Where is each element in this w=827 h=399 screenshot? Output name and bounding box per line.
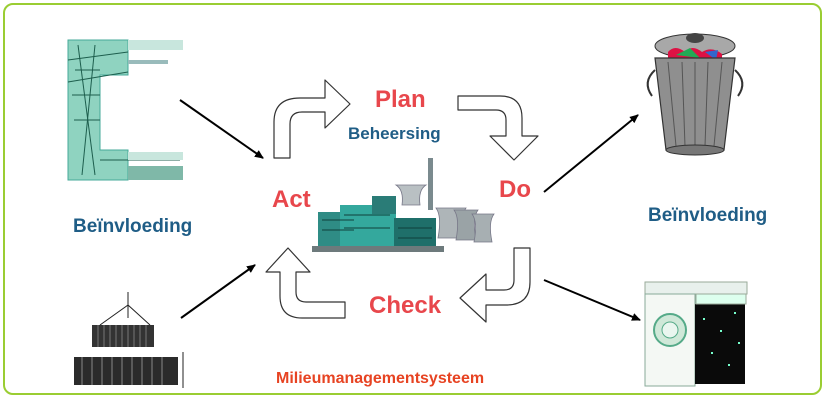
washing-machine-icon [644,281,748,387]
ems-label: Milieumanagementsysteem [276,370,485,387]
arrow-in-bottom [180,264,256,319]
beheersing-label: Beheersing [348,124,441,143]
right-influence-label: Beïnvloeding [648,205,768,226]
arrow-out-top [543,114,639,193]
pdca-act-label: Act [272,186,311,213]
cycle-arrow-plan-to-do [457,95,539,161]
pdca-plan-label: Plan [375,86,426,113]
power-plant-icon [312,158,495,252]
pdca-do-label: Do [499,176,531,203]
trash-can-icon [646,33,744,156]
arrow-out-bottom [543,279,641,321]
pdca-check-label: Check [369,292,442,319]
left-influence-label: Beïnvloeding [73,216,193,237]
shipping-containers-icon [74,292,184,388]
arrow-in-top [179,99,264,159]
power-lines-icon [66,39,183,181]
cycle-arrow-do-to-check [459,247,531,323]
cycle-arrow-act-to-plan [273,79,351,159]
cycle-arrow-check-to-act [265,247,346,319]
